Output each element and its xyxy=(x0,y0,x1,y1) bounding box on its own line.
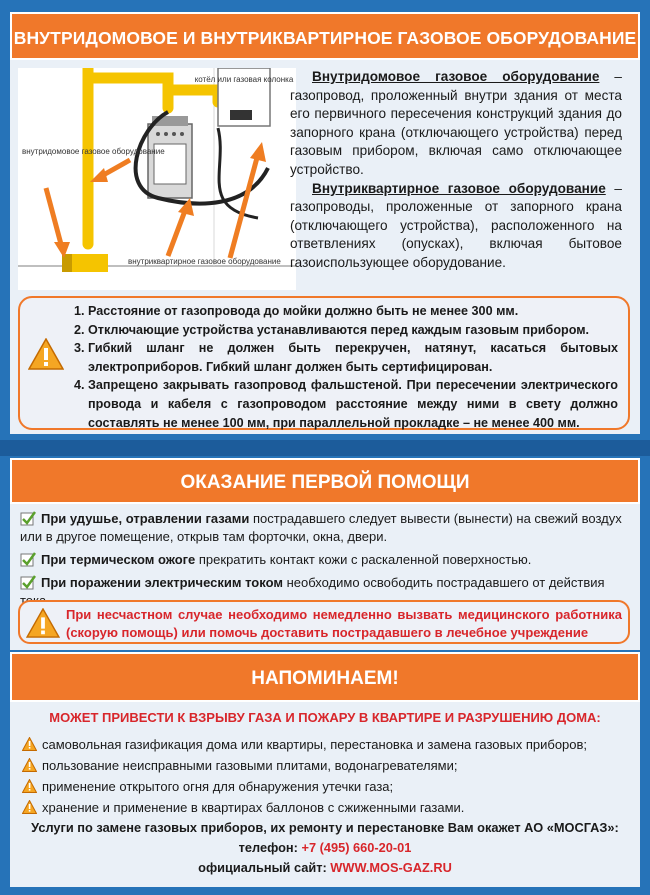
safety-rules-list: Расстояние от газопровода до мойки должн… xyxy=(72,302,618,432)
section-title-first-aid: ОКАЗАНИЕ ПЕРВОЙ ПОМОЩИ xyxy=(10,458,640,504)
definition-inhouse-text: – газопровод, проложенный внутри здания … xyxy=(290,69,622,177)
checkbox-icon xyxy=(20,552,36,567)
danger-item-text: пользование неисправными газовыми плитам… xyxy=(42,758,458,773)
gas-equipment-illustration: котёл или газовая колонка внутридомовое … xyxy=(18,62,296,290)
warning-icon xyxy=(22,737,37,751)
first-aid-item: При термическом ожоге прекратить контакт… xyxy=(20,551,624,569)
danger-item: хранение и применение в квартирах баллон… xyxy=(22,797,626,818)
first-aid-item: При удушье, отравлении газами пострадавш… xyxy=(20,510,624,546)
emergency-alert-box: При несчастном случае необходимо немедле… xyxy=(18,600,630,644)
reminder-panel xyxy=(10,702,640,887)
danger-item-text: применение открытого огня для обнаружени… xyxy=(42,779,394,794)
first-aid-item-title: При удушье, отравлении газами xyxy=(41,511,250,526)
warning-icon xyxy=(22,800,37,814)
warning-icon xyxy=(28,338,64,370)
definition-inhouse-term: Внутридомовое газовое оборудование xyxy=(312,69,600,84)
phone-line: телефон: +7 (495) 660-20-01 xyxy=(10,838,640,858)
section-title-reminder: НАПОМИНАЕМ! xyxy=(10,652,640,702)
inapartment-label: внутриквартирное газовое оборудование xyxy=(128,257,281,266)
definition-inapartment-text: – газопроводы, проложенные от запорного … xyxy=(290,180,622,270)
danger-list: самовольная газификация дома или квартир… xyxy=(22,734,626,818)
emergency-alert-text: При несчастном случае необходимо немедле… xyxy=(66,607,622,640)
definition-inapartment: Внутриквартирное газовое оборудование – … xyxy=(290,180,622,273)
inhouse-label: внутридомовое газовое оборудование xyxy=(22,147,165,156)
danger-item: пользование неисправными газовыми плитам… xyxy=(22,755,626,776)
site-label: официальный сайт: xyxy=(198,860,331,875)
site-link[interactable]: WWW.MOS-GAZ.RU xyxy=(330,860,452,875)
gas-scheme-drawing: котёл или газовая колонка внутридомовое … xyxy=(18,62,296,290)
rule-item: Запрещено закрывать газопровод фальшстен… xyxy=(88,376,618,432)
first-aid-item: При поражении электрическим током необхо… xyxy=(20,574,624,610)
warning-icon xyxy=(22,758,37,772)
warning-icon xyxy=(22,779,37,793)
first-aid-item-text: пострадавшего следует вывести (вынести) … xyxy=(20,511,622,544)
definition-inapartment-term: Внутриквартирное газовое оборудование xyxy=(312,180,606,196)
danger-item-text: хранение и применение в квартирах баллон… xyxy=(42,800,465,815)
checkbox-icon xyxy=(20,575,36,590)
phone-number[interactable]: +7 (495) 660-20-01 xyxy=(301,840,412,855)
boiler-label: котёл или газовая колонка xyxy=(195,75,294,84)
services-text: Услуги по замене газовых приборов, их ре… xyxy=(31,820,619,835)
section-title-equipment: ВНУТРИДОМОВОЕ И ВНУТРИКВАРТИРНОЕ ГАЗОВОЕ… xyxy=(10,12,640,60)
site-line: официальный сайт: WWW.MOS-GAZ.RU xyxy=(10,858,640,878)
checkbox-icon xyxy=(20,511,36,526)
first-aid-item-title: При термическом ожоге xyxy=(41,552,196,567)
definition-inhouse: Внутридомовое газовое оборудование – газ… xyxy=(290,68,622,180)
danger-heading: МОЖЕТ ПРИВЕСТИ К ВЗРЫВУ ГАЗА И ПОЖАРУ В … xyxy=(49,710,601,725)
safety-rules-box: Расстояние от газопровода до мойки должн… xyxy=(18,296,630,430)
equipment-definitions: Внутридомовое газовое оборудование – газ… xyxy=(290,68,622,273)
warning-icon xyxy=(26,608,60,638)
rule-item: Гибкий шланг не должен быть перекручен, … xyxy=(88,339,618,376)
rule-item: Расстояние от газопровода до мойки должн… xyxy=(88,302,618,321)
section-separator xyxy=(0,440,650,456)
danger-item: применение открытого огня для обнаружени… xyxy=(22,776,626,797)
services-info: Услуги по замене газовых приборов, их ре… xyxy=(10,818,640,878)
first-aid-item-title: При поражении электрическим током xyxy=(41,575,283,590)
phone-label: телефон: xyxy=(238,840,302,855)
first-aid-item-text: прекратить контакт кожи с раскаленной по… xyxy=(195,552,532,567)
danger-item: самовольная газификация дома или квартир… xyxy=(22,734,626,755)
danger-item-text: самовольная газификация дома или квартир… xyxy=(42,737,588,752)
rule-item: Отключающие устройства устанавливаются п… xyxy=(88,321,618,340)
